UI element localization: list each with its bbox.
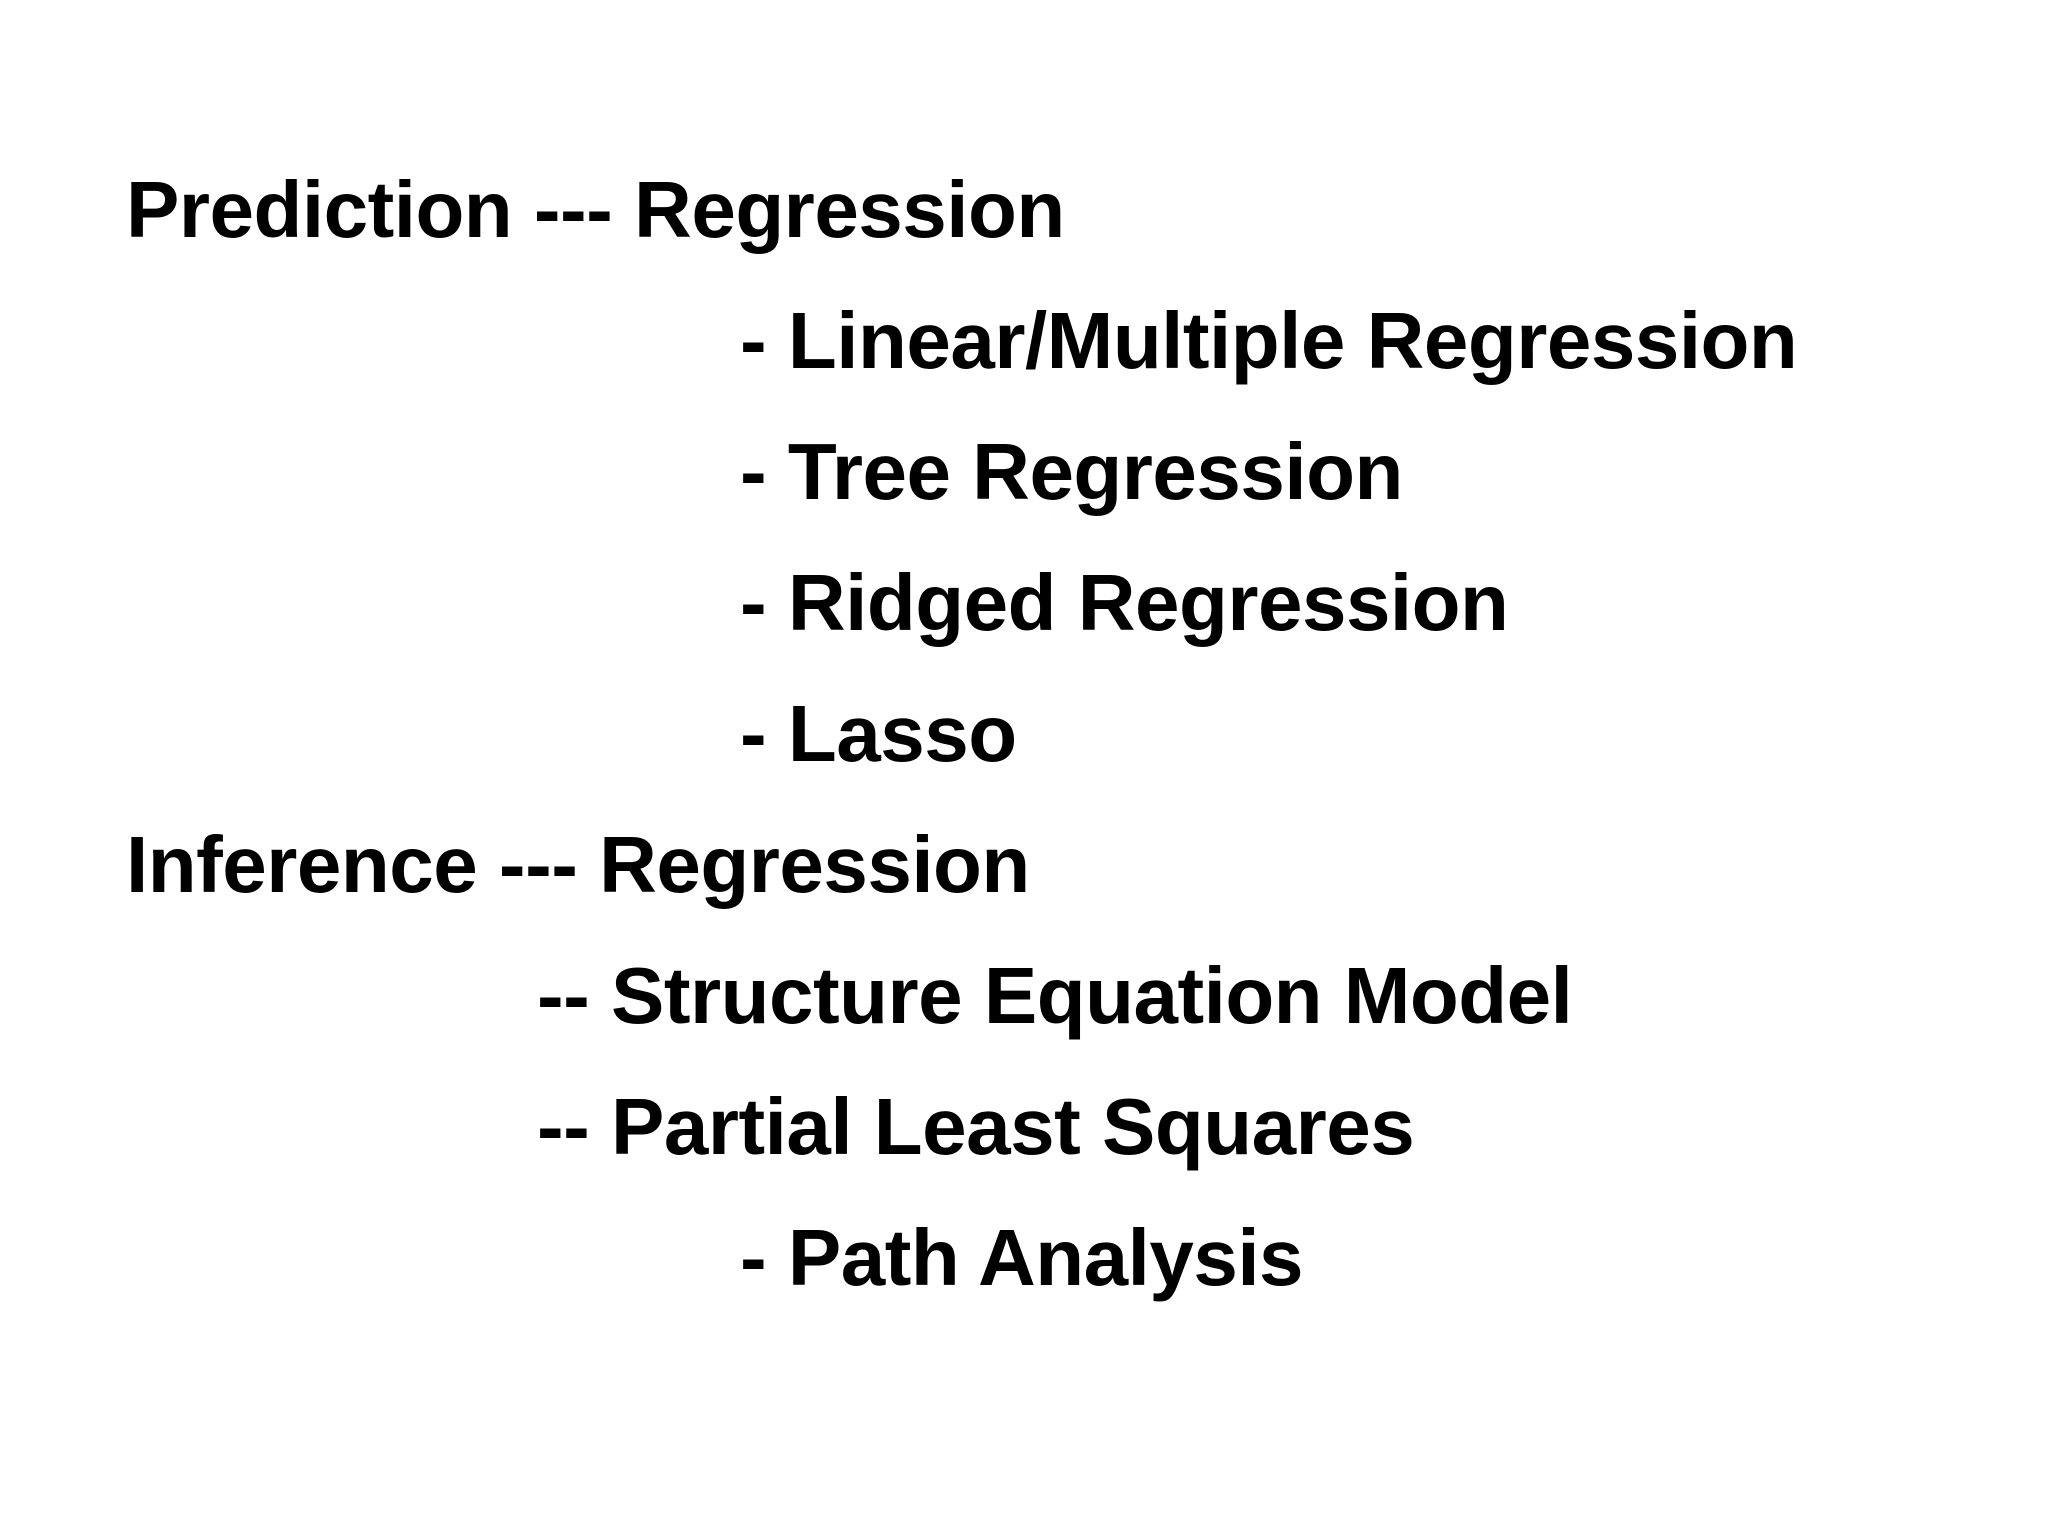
outline-line-partial-least-squares: -- Partial Least Squares [537,1082,1415,1171]
outline-line-tree-regression: - Tree Regression [740,427,1403,516]
outline-line-lasso: - Lasso [740,689,1017,778]
outline-line-structure-equation-model: -- Structure Equation Model [537,951,1573,1040]
outline-line-inference-regression: Inference --- Regression [126,820,1030,909]
outline-line-prediction-regression: Prediction --- Regression [126,165,1065,254]
outline-line-linear-multiple-regression: - Linear/Multiple Regression [740,296,1798,385]
outline-line-ridged-regression: - Ridged Regression [740,558,1509,647]
outline-line-path-analysis: - Path Analysis [740,1213,1304,1302]
